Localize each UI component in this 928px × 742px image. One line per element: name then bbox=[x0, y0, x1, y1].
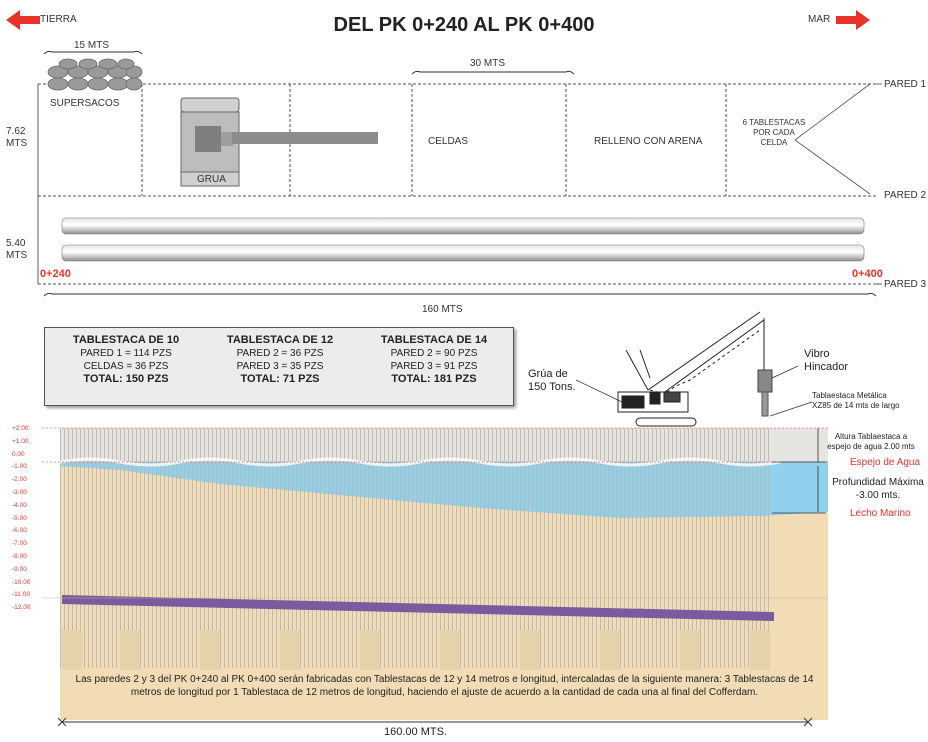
pile-wall bbox=[60, 428, 772, 668]
depth-ticks: +2.00 +1.00 0.00 -1.00 -2.00 -3.00 -4.00… bbox=[12, 423, 40, 615]
relleno-label: RELLENO CON ARENA bbox=[594, 136, 703, 147]
pipe-1 bbox=[61, 217, 865, 235]
grua-label: GRUA bbox=[197, 174, 226, 185]
table-header: TABLESTACA DE 14 bbox=[380, 334, 488, 346]
vibro-icon bbox=[757, 369, 773, 417]
depth-tick: -4.00 bbox=[12, 501, 27, 509]
table-header: TABLESTACA DE 12 bbox=[226, 334, 334, 346]
altura-line: Altura Tablaestaca a bbox=[834, 432, 908, 441]
depth-tick: -11.00 bbox=[12, 591, 30, 599]
depth-tick: -7.00 bbox=[12, 540, 27, 548]
dim-30-label: 30 MTS bbox=[470, 58, 506, 69]
table-line: PARED 3 = 35 PZS bbox=[236, 361, 324, 372]
pared-1-label: PARED 1 bbox=[884, 79, 927, 90]
depth-tick: -3.00 bbox=[12, 488, 27, 496]
profundidad-line: -3.00 mts. bbox=[855, 490, 901, 501]
callout-grua bbox=[575, 379, 623, 403]
tierra-label: TIERRA bbox=[40, 14, 77, 25]
dim-15-label: 15 MTS bbox=[74, 40, 110, 51]
tablestacas-note-line: 6 TABLESTACAS bbox=[742, 118, 806, 127]
dim-540-unit: MTS bbox=[6, 250, 28, 261]
dimension-bottom bbox=[57, 717, 813, 727]
altura-label: Altura Tablaestaca a espejo de agua 2.00… bbox=[814, 432, 928, 452]
tablaestaca-label: Tablaestaca Metálica XZ85 de 14 mts de l… bbox=[812, 391, 900, 411]
dim-160-label: 160 MTS bbox=[422, 304, 463, 315]
table-column: TABLESTACA DE 10 PARED 1 = 114 PZS CELDA… bbox=[51, 334, 201, 386]
vibro-line: Vibro bbox=[804, 348, 830, 360]
depth-tick: -9.00 bbox=[12, 565, 27, 573]
pile-bottoms bbox=[62, 630, 770, 670]
section-note: Las paredes 2 y 3 del PK 0+240 al PK 0+4… bbox=[75, 674, 814, 698]
depth-tick: -2.00 bbox=[12, 476, 27, 484]
supersacos-label: SUPERSACOS bbox=[50, 98, 120, 109]
depth-tick: -8.00 bbox=[12, 552, 27, 560]
dimension-160 bbox=[43, 292, 877, 297]
dimension-15 bbox=[43, 50, 143, 55]
table-total: TOTAL: 150 PZS bbox=[83, 373, 169, 385]
grua-section-line: 150 Tons. bbox=[528, 381, 576, 393]
depth-tick: -1.00 bbox=[12, 463, 27, 471]
dimension-30 bbox=[411, 70, 575, 75]
depth-tick: +2.00 bbox=[12, 425, 29, 432]
celdas-label: CELDAS bbox=[428, 136, 469, 147]
supersacos-icon bbox=[47, 58, 143, 91]
depth-tick: +1.00 bbox=[12, 437, 29, 445]
callout-vibro bbox=[771, 365, 799, 379]
table-line: PARED 1 = 114 PZS bbox=[80, 348, 172, 359]
table-line: PARED 2 = 36 PZS bbox=[236, 348, 324, 359]
profundidad-label: Profundidad Máxima -3.00 mts. bbox=[828, 476, 928, 502]
crane-section-icon bbox=[617, 311, 765, 427]
table-line: CELDAS = 36 PZS bbox=[83, 361, 169, 372]
pipe-2 bbox=[61, 244, 865, 262]
table-total: TOTAL: 181 PZS bbox=[391, 373, 477, 385]
depth-axis bbox=[42, 427, 828, 463]
page-title: DEL PK 0+240 AL PK 0+400 bbox=[333, 14, 595, 36]
table-line: PARED 2 = 90 PZS bbox=[390, 348, 478, 359]
depth-tick: -10.00 bbox=[12, 578, 31, 586]
table-line: PARED 3 = 91 PZS bbox=[390, 361, 478, 372]
tablaestaca-line: XZ85 de 14 mts de largo bbox=[812, 401, 900, 410]
depth-tick: 0.00 bbox=[12, 450, 25, 458]
pk-start-label: 0+240 bbox=[40, 268, 71, 280]
pared-2-label: PARED 2 bbox=[884, 190, 927, 201]
depth-tick: -12.00 bbox=[12, 604, 31, 612]
vibro-line: Hincador bbox=[804, 361, 849, 373]
table-total: TOTAL: 71 PZS bbox=[240, 373, 320, 385]
table-header: TABLESTACA DE 10 bbox=[72, 334, 180, 346]
tablestacas-note: 6 TABLESTACAS POR CADA CELDA bbox=[742, 118, 806, 148]
dim-762-label: 7.62 bbox=[6, 126, 26, 137]
vibro-label: Vibro Hincador bbox=[804, 348, 848, 374]
pared-3-label: PARED 3 bbox=[884, 279, 927, 290]
altura-line: espejo de agua 2.00 mts bbox=[827, 442, 915, 451]
quantities-table: TABLESTACA DE 10 PARED 1 = 114 PZS CELDA… bbox=[44, 327, 514, 406]
dim-762-unit: MTS bbox=[6, 138, 28, 149]
grua-section-label: Grúa de 150 Tons. bbox=[528, 368, 576, 394]
tablestacas-note-line: CELDA bbox=[760, 138, 788, 147]
arrow-right-icon bbox=[836, 10, 870, 30]
mar-label: MAR bbox=[808, 14, 831, 25]
grua-section-line: Grúa de bbox=[528, 368, 568, 380]
table-column: TABLESTACA DE 14 PARED 2 = 90 PZS PARED … bbox=[359, 334, 509, 386]
depth-tick: -6.00 bbox=[12, 527, 27, 535]
crane-plan-icon bbox=[180, 97, 378, 187]
purple-layer bbox=[62, 595, 774, 621]
lecho-label: Lecho Marino bbox=[850, 508, 911, 519]
dim-bottom-label: 160.00 MTS. bbox=[384, 726, 447, 738]
arrow-left-icon bbox=[6, 10, 40, 30]
tablestacas-note-line: POR CADA bbox=[753, 128, 795, 137]
pk-end-label: 0+400 bbox=[852, 268, 883, 280]
table-column: TABLESTACA DE 12 PARED 2 = 36 PZS PARED … bbox=[205, 334, 355, 386]
profundidad-line: Profundidad Máxima bbox=[832, 477, 924, 488]
depth-tick: -5.00 bbox=[12, 514, 27, 522]
tablaestaca-line: Tablaestaca Metálica bbox=[812, 391, 887, 400]
cell-divider-lines bbox=[794, 83, 882, 195]
espejo-label: Espejo de Agua bbox=[850, 457, 921, 468]
callout-tablaestaca bbox=[769, 401, 813, 417]
dim-540-label: 5.40 bbox=[6, 238, 26, 249]
